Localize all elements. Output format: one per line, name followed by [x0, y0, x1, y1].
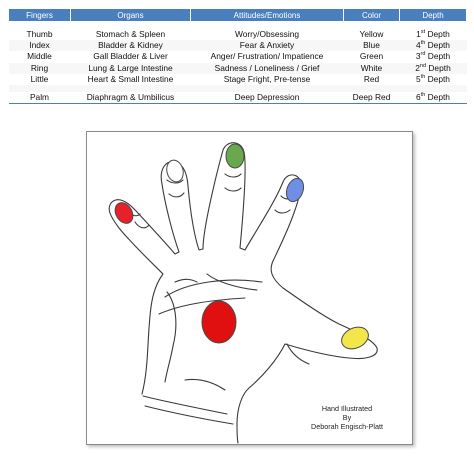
table-header-row: Fingers Organs Attitudes/Emotions Color … — [8, 8, 467, 22]
cell-emotions: Worry/Obsessing — [234, 29, 300, 40]
cell-finger: Middle — [27, 51, 52, 62]
table-row-thumb: Thumb Stomach & Spleen Worry/Obsessing Y… — [9, 29, 467, 40]
thumb-dot — [341, 326, 369, 350]
little-finger-dot — [114, 202, 134, 224]
cell-emotions: Anger/ Frustration/ Impatience — [210, 51, 324, 62]
header-depth: Depth — [399, 8, 467, 22]
credit-line-1: Hand Illustrated — [321, 404, 373, 413]
cell-emotions: Fear & Anxiety — [190, 40, 344, 52]
cell-finger: Index — [8, 40, 71, 52]
cell-depth: 5th Depth — [416, 73, 450, 84]
ring-finger-dot — [166, 159, 184, 183]
header-attitudes-emotions: Attitudes/Emotions — [190, 8, 344, 22]
credit-line-3: Deborah Engisch-Platt — [311, 422, 383, 431]
table-row-middle: Middle Gall Bladder & Liver Anger/ Frust… — [9, 51, 467, 62]
palm-lines — [158, 273, 310, 391]
cell-organs: Lung & Large Intestine — [70, 62, 191, 74]
cell-depth: 1st Depth — [416, 29, 450, 40]
cell-emotions: Deep Depression — [234, 92, 300, 103]
cell-color: Yellow — [359, 29, 384, 40]
header-fingers: Fingers — [8, 8, 71, 22]
finger-crease-lines — [128, 173, 296, 229]
cell-organs: Stomach & Spleen — [95, 29, 166, 40]
cell-finger: Palm — [29, 92, 50, 103]
wrist-lines — [142, 395, 234, 425]
illustration-credit: Hand Illustrated By Deborah Engisch-Plat… — [287, 404, 407, 431]
table-spacer-row — [8, 84, 467, 92]
cell-organs: Bladder & Kidney — [70, 40, 191, 52]
cell-emotions: Stage Fright, Pre-tense — [223, 73, 311, 84]
cell-organs: Gall Bladder & Liver — [93, 51, 168, 62]
cell-finger: Thumb — [26, 29, 53, 40]
header-color: Color — [343, 8, 400, 22]
correspondence-table: Fingers Organs Attitudes/Emotions Color … — [8, 8, 467, 104]
table-row-palm: Palm Diaphragm & Umbilicus Deep Depressi… — [9, 92, 467, 104]
middle-finger-dot — [225, 143, 245, 169]
cell-finger: Little — [30, 73, 49, 84]
palm-dot — [201, 300, 237, 344]
cell-organs: Heart & Small Intestine — [87, 73, 174, 84]
cell-depth: 2nd Depth — [399, 62, 467, 74]
credit-line-2: By — [342, 413, 352, 422]
table-row-little: Little Heart & Small Intestine Stage Fri… — [9, 74, 467, 85]
table-spacer-row — [9, 22, 467, 30]
index-finger-dot — [285, 177, 305, 203]
cell-color: Green — [359, 51, 384, 62]
cell-color: Blue — [343, 40, 400, 52]
hand-illustration: Hand Illustrated By Deborah Engisch-Plat… — [86, 131, 413, 445]
cell-color: Red — [363, 73, 380, 84]
cell-organs: Diaphragm & Umbilicus — [86, 92, 175, 103]
cell-depth: 6th Depth — [416, 92, 450, 103]
table-row-ring: Ring Lung & Large Intestine Sadness / Lo… — [8, 62, 467, 74]
cell-color: White — [343, 62, 400, 74]
hand-drawing — [108, 142, 378, 444]
cell-depth: 3rd Depth — [415, 51, 451, 62]
cell-color: Deep Red — [352, 92, 391, 103]
header-organs: Organs — [70, 8, 191, 22]
cell-emotions: Sadness / Loneliness / Grief — [190, 62, 344, 74]
cell-depth: 4th Depth — [399, 40, 467, 52]
cell-finger: Ring — [8, 62, 71, 74]
table-row-index: Index Bladder & Kidney Fear & Anxiety Bl… — [8, 40, 467, 52]
